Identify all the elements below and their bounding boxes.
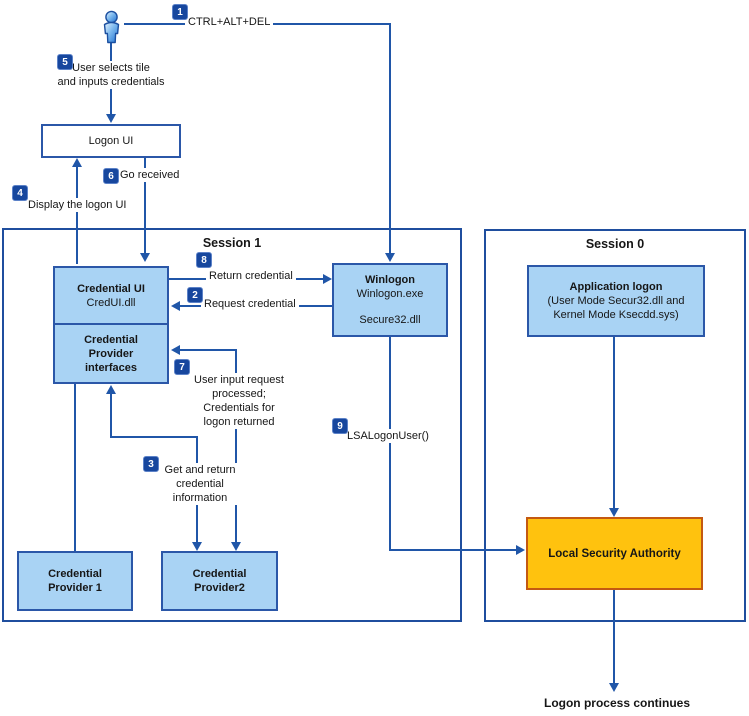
arrowhead-into-credentialui (140, 253, 150, 262)
label-go-received: Go received (117, 168, 183, 182)
connector-userinput-h (180, 349, 237, 351)
label-get-return-line2: credential (176, 478, 224, 490)
logon-ui-title: Logon UI (88, 135, 134, 147)
arrowhead-into-logonui (106, 114, 116, 123)
credential-provider-interfaces-box: Credential Provider interfaces (53, 323, 169, 384)
label-user-input-request: User input request processed; Credential… (186, 373, 292, 429)
connector-display-logonui (76, 166, 78, 264)
label-user-selects-line1: User selects tile (72, 62, 150, 74)
cp2-line1: Credential (192, 568, 247, 580)
logon-ui-box: Logon UI (41, 124, 181, 158)
lsa-title: Local Security Authority (548, 547, 681, 560)
arrowhead-into-winlogon (385, 253, 395, 262)
step-badge-8: 8 (196, 252, 212, 268)
connector-applogon-lsa (613, 337, 615, 509)
step-badge-3: 3 (143, 456, 159, 472)
credential-provider-2-box: Credential Provider2 (161, 551, 278, 611)
arrowhead-into-provider2-b (231, 542, 241, 551)
cpi-line3: interfaces (85, 361, 137, 374)
connector-lsa-out (613, 590, 615, 684)
step-badge-6: 6 (103, 168, 119, 184)
connector-userinput-v (235, 349, 237, 543)
arrowhead-into-lsa-left (516, 545, 525, 555)
label-user-input-line1: User input request (194, 374, 284, 386)
step-badge-7: 7 (174, 359, 190, 375)
user-icon (103, 10, 120, 44)
label-user-selects-line2: and inputs credentials (57, 76, 165, 88)
label-display-logon-ui: Display the logon UI (25, 198, 130, 212)
cp2-line2: Provider2 (194, 582, 245, 594)
arrowhead-logon-continues (609, 683, 619, 692)
label-user-input-line4: logon returned (203, 416, 275, 428)
connector-getreturn-h (110, 436, 198, 438)
connector-getreturn-v1 (110, 393, 112, 438)
session-1-title: Session 1 (202, 236, 262, 250)
label-user-input-line3: Credentials for (203, 402, 275, 414)
label-user-input-line2: processed; (212, 388, 266, 400)
label-ctrl-alt-del: CTRL+ALT+DEL (185, 15, 274, 29)
credential-ui-title: Credential UI (77, 282, 145, 295)
label-get-and-return: Get and return credential information (147, 463, 253, 505)
arrowhead-up-into-logonui (72, 158, 82, 167)
label-get-return-line3: information (172, 492, 228, 504)
cpi-line2: Provider (88, 347, 134, 360)
arrowhead-into-lsa-top (609, 508, 619, 517)
connector-ctrl-alt-del-v (389, 23, 391, 254)
application-logon-title: Application logon (569, 281, 663, 293)
application-logon-line1: (User Mode Secur32.dll and (547, 295, 685, 307)
label-lsalogonuser: LSALogonUser() (344, 429, 432, 443)
step-badge-9: 9 (332, 418, 348, 434)
winlogon-title: Winlogon (365, 274, 415, 286)
credential-ui-subtitle: CredUI.dll (86, 296, 136, 309)
arrowhead-up-into-interfaces (106, 385, 116, 394)
cp1-line2: Provider 1 (48, 582, 102, 594)
connector-lsalogonuser-h (389, 549, 517, 551)
label-return-credential: Return credential (206, 269, 296, 283)
credential-ui-box: Credential UI CredUI.dll (53, 266, 169, 325)
connector-interfaces-provider1 (74, 383, 76, 551)
cpi-line1: Credential (84, 333, 138, 346)
label-logon-process-continues: Logon process continues (514, 696, 720, 710)
session-1-container: Session 1 (2, 228, 462, 622)
session-0-container: Session 0 (484, 229, 746, 622)
application-logon-line2: Kernel Mode Ksecdd.sys) (553, 309, 679, 321)
step-badge-1: 1 (172, 4, 188, 20)
local-security-authority-box: Local Security Authority (526, 517, 703, 590)
session-0-title: Session 0 (585, 237, 645, 251)
connector-lsalogonuser-v (389, 337, 391, 551)
application-logon-box: Application logon (User Mode Secur32.dll… (527, 265, 705, 337)
label-request-credential: Request credential (201, 297, 299, 311)
label-user-selects: User selects tile and inputs credentials (28, 61, 194, 89)
cp1-line1: Credential (48, 568, 102, 580)
connector-go-received (144, 158, 146, 254)
arrowhead-request-credential (171, 301, 180, 311)
winlogon-box: Winlogon Winlogon.exe Secure32.dll (332, 263, 448, 337)
credential-provider-1-box: Credential Provider 1 (17, 551, 133, 611)
step-badge-2: 2 (187, 287, 203, 303)
step-badge-4: 4 (12, 185, 28, 201)
step-badge-5: 5 (57, 54, 73, 70)
arrowhead-left-into-interfaces (171, 345, 180, 355)
winlogon-secure32: Secure32.dll (359, 314, 421, 326)
arrowhead-return-credential (323, 274, 332, 284)
arrowhead-into-provider2-a (192, 542, 202, 551)
winlogon-exe: Winlogon.exe (356, 288, 424, 300)
label-get-return-line1: Get and return (164, 464, 236, 476)
